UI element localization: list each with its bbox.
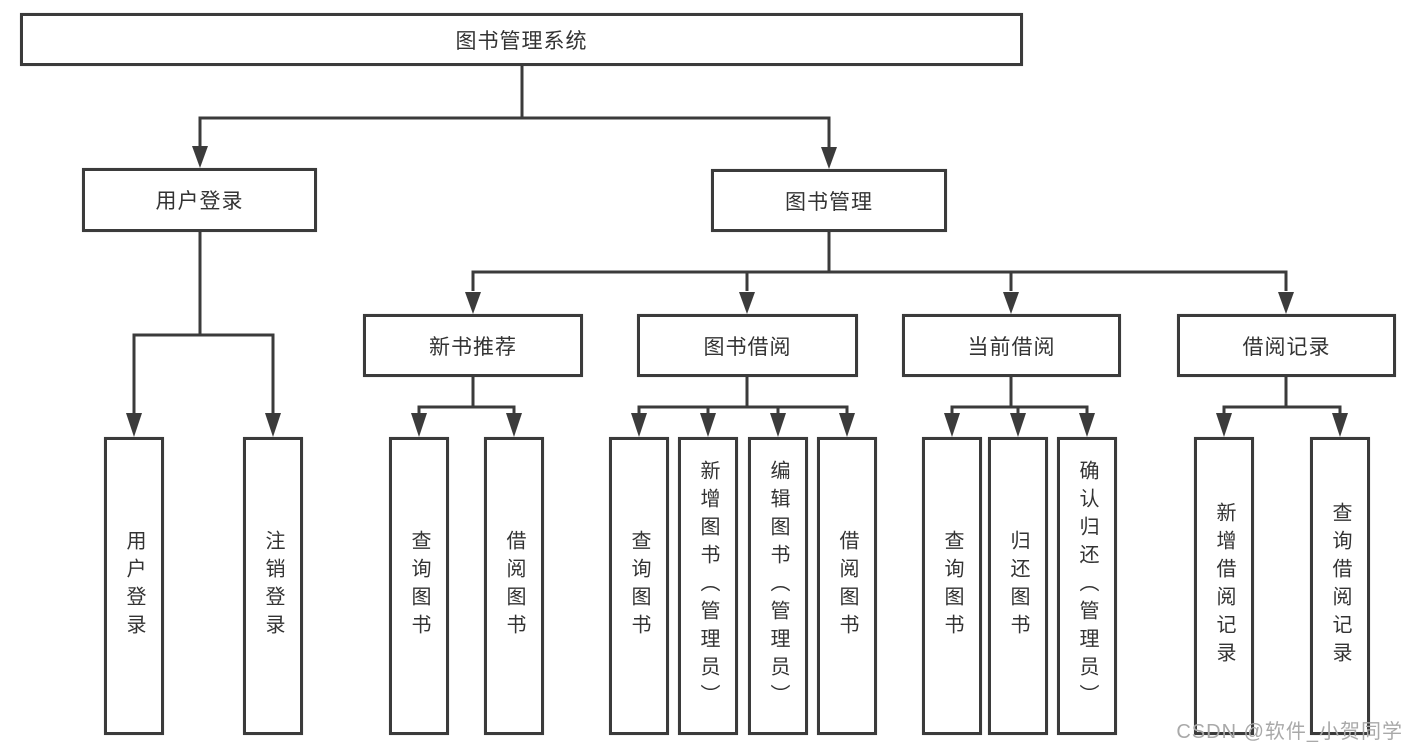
node-label: 查询图书	[628, 530, 650, 642]
edges-borrow-records-children	[1216, 377, 1348, 437]
node-label: 用户登录	[123, 530, 145, 642]
leaf-user-login: 用户登录	[104, 437, 164, 735]
node-user-login: 用户登录	[82, 168, 317, 232]
node-borrowing-records: 借阅记录	[1177, 314, 1396, 377]
leaf-return-book: 归还图书	[988, 437, 1048, 735]
node-label: 新增图书（管理员）	[697, 460, 719, 712]
leaf-add-borrow-record: 新增借阅记录	[1194, 437, 1254, 735]
node-label: 新增借阅记录	[1213, 502, 1235, 670]
node-new-book-recommendation: 新书推荐	[363, 314, 583, 377]
csdn-watermark: CSDN @软件_小贺同学	[1176, 721, 1403, 743]
leaf-edit-book-admin: 编辑图书（管理员）	[748, 437, 808, 735]
node-label: 编辑图书（管理员）	[767, 460, 789, 712]
node-current-borrowing: 当前借阅	[902, 314, 1121, 377]
node-label: 查询图书	[941, 530, 963, 642]
node-book-management: 图书管理	[711, 169, 947, 232]
node-label: 归还图书	[1007, 530, 1029, 642]
edges-book-mgmt-children	[465, 232, 1294, 314]
leaf-add-book-admin: 新增图书（管理员）	[678, 437, 738, 735]
edges-user-login-children	[126, 232, 281, 437]
edges-current-borrow-children	[944, 377, 1095, 437]
leaf-query-books-current: 查询图书	[922, 437, 982, 735]
node-label: 图书管理	[785, 190, 873, 214]
node-library-management-system: 图书管理系统	[20, 13, 1023, 66]
leaf-logout: 注销登录	[243, 437, 303, 735]
edges-new-book-children	[411, 377, 522, 437]
node-label: 图书管理系统	[455, 29, 588, 53]
node-label: 借阅图书	[503, 530, 525, 642]
node-label: 查询图书	[408, 530, 430, 642]
node-label: 注销登录	[262, 530, 284, 642]
leaf-query-borrow-record: 查询借阅记录	[1310, 437, 1370, 735]
leaf-confirm-return-admin: 确认归还（管理员）	[1057, 437, 1117, 735]
node-label: 借阅图书	[836, 530, 858, 642]
node-label: 用户登录	[155, 190, 244, 213]
node-label: 借阅记录	[1242, 335, 1331, 359]
node-label: 查询借阅记录	[1329, 502, 1351, 670]
node-label: 新书推荐	[429, 335, 517, 359]
leaf-query-books-recommend: 查询图书	[389, 437, 449, 735]
edges-root-to-level2	[192, 66, 837, 169]
node-label: 当前借阅	[967, 335, 1056, 359]
leaf-borrow-books-recommend: 借阅图书	[484, 437, 544, 735]
node-label: 确认归还（管理员）	[1076, 460, 1098, 712]
leaf-borrow-book: 借阅图书	[817, 437, 877, 735]
node-book-borrowing: 图书借阅	[637, 314, 858, 377]
edges-book-borrow-children	[631, 377, 855, 437]
leaf-query-books-borrow: 查询图书	[609, 437, 669, 735]
node-label: 图书借阅	[703, 335, 792, 359]
